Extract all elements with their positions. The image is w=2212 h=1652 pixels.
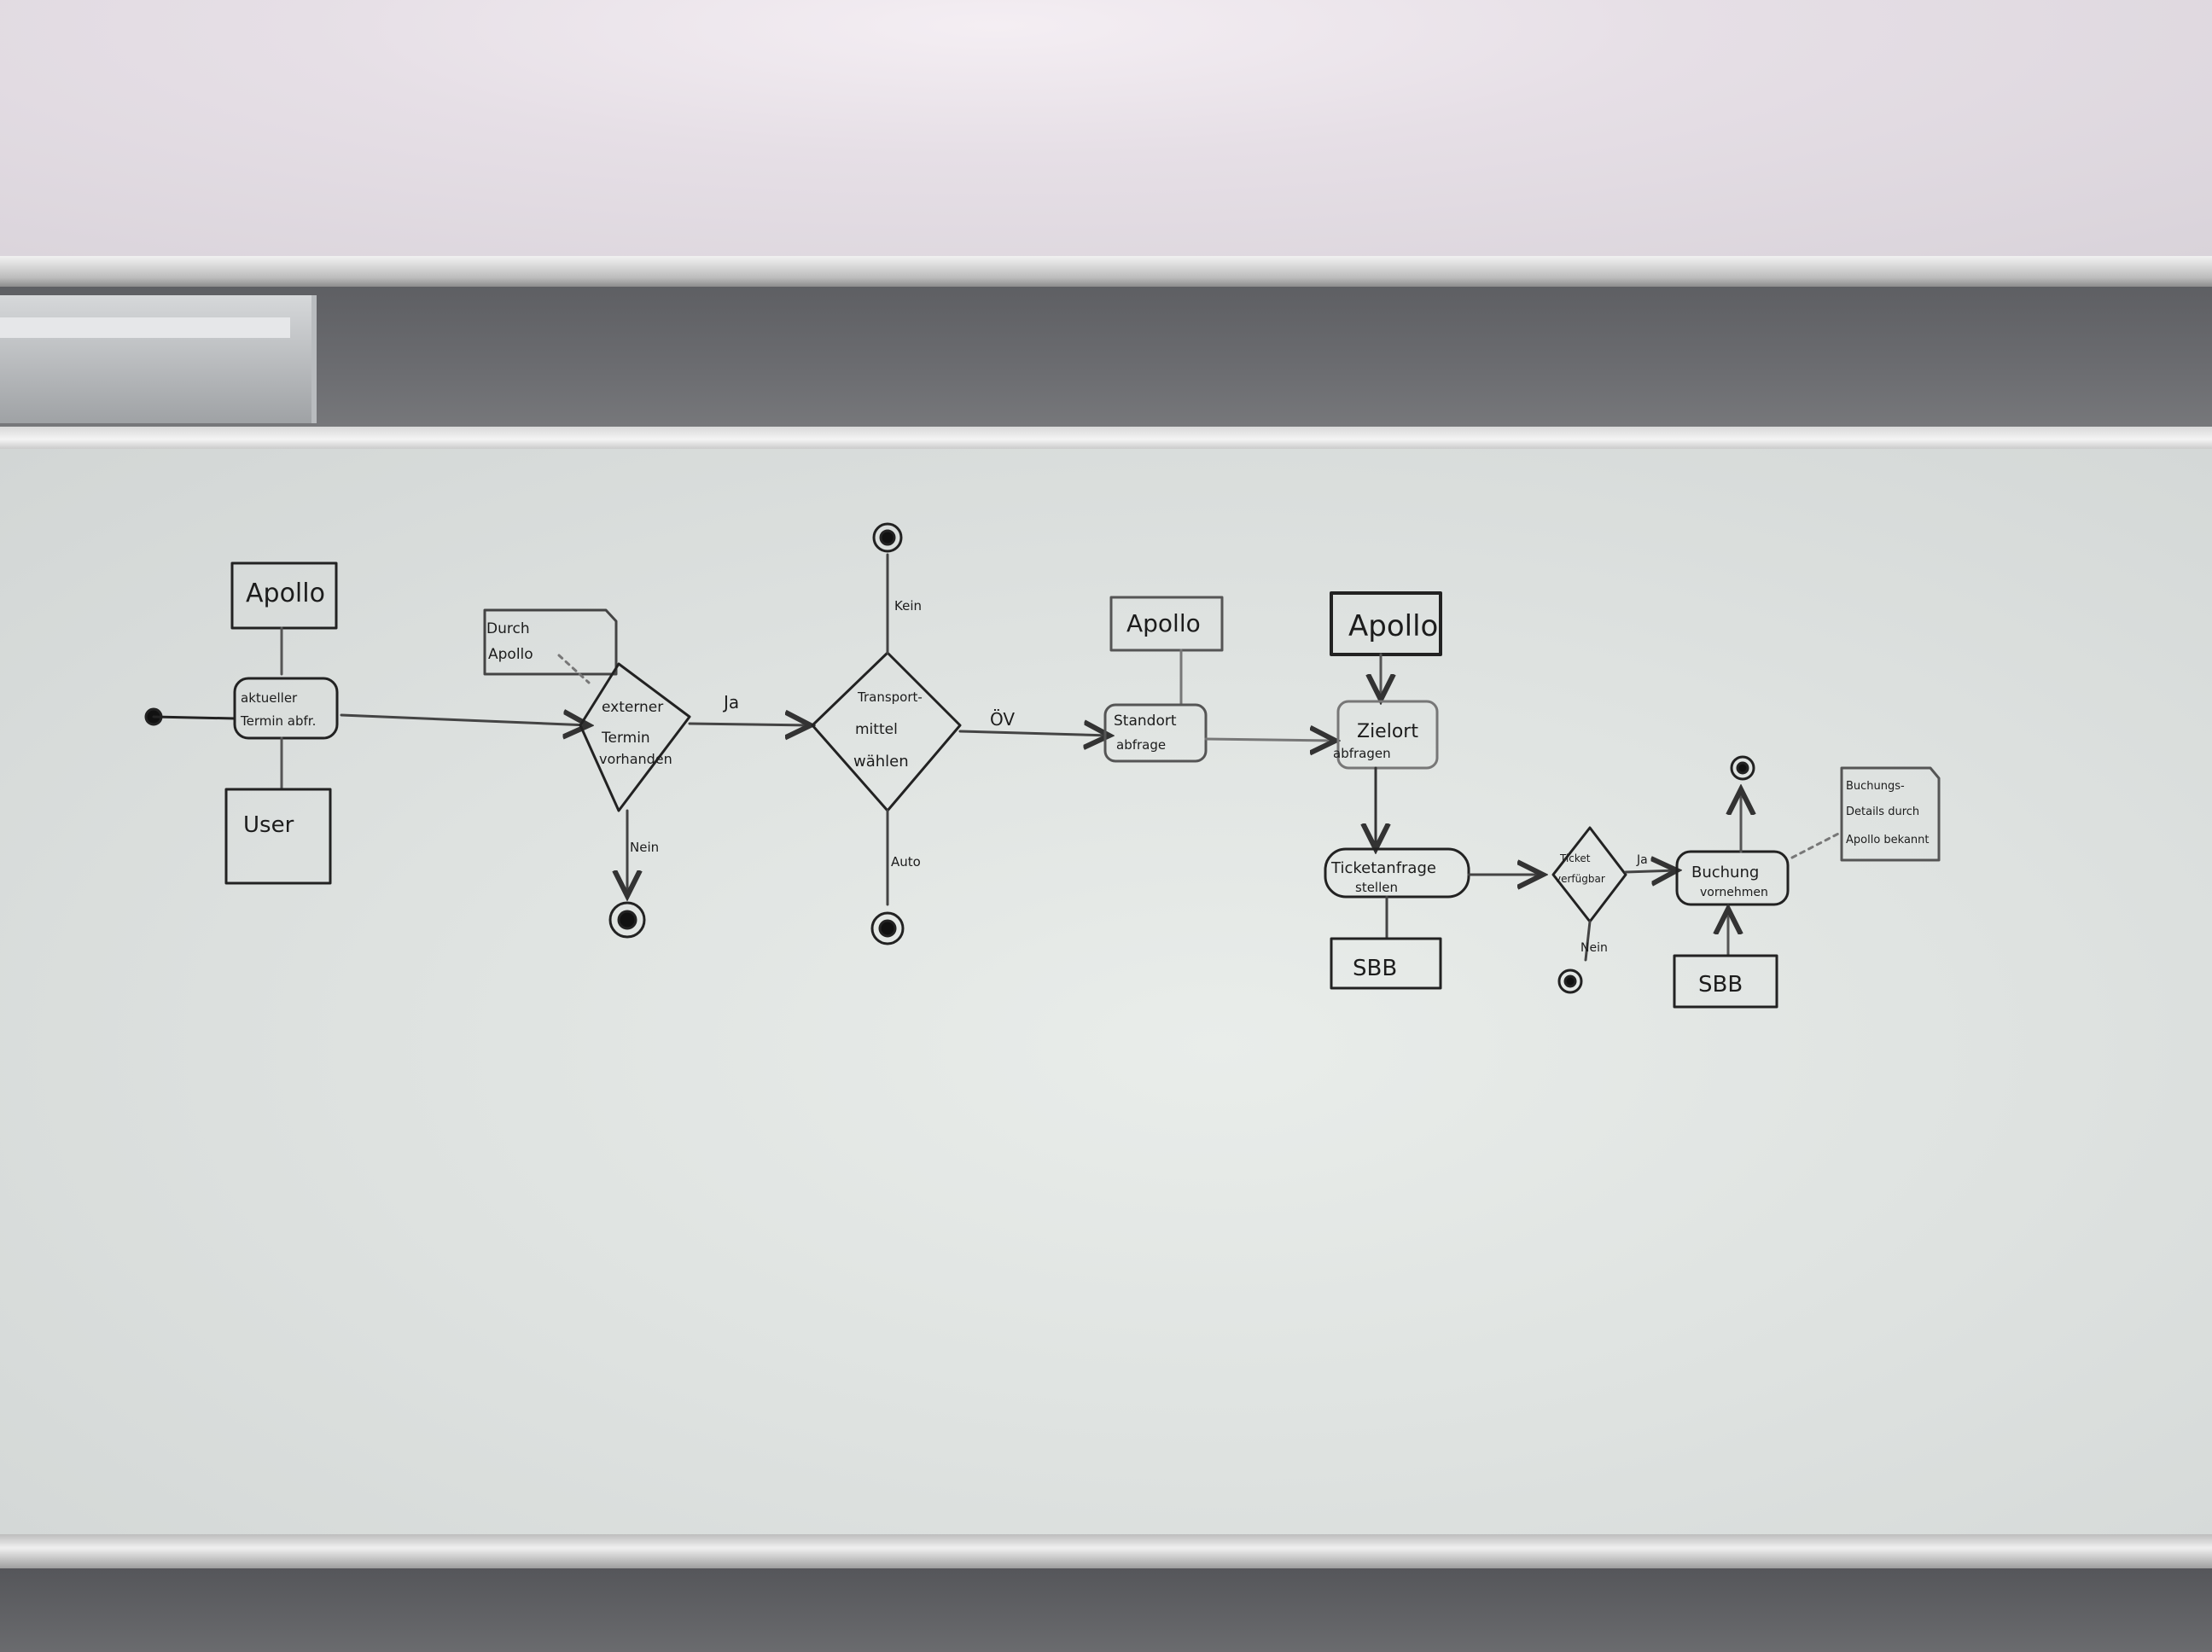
standort-label-1: Standort	[1114, 713, 1177, 730]
gray-band	[0, 287, 2212, 430]
buchungsdetails-label-3: Apollo bekannt	[1846, 834, 1930, 846]
nein-label-2: Nein	[1580, 941, 1608, 955]
whiteboard	[0, 449, 2212, 1534]
externer-label-1: externer	[602, 699, 663, 716]
apollo-label-3: Apollo	[1348, 609, 1438, 643]
end-node-auto	[870, 911, 905, 945]
apollo-box-1	[230, 561, 338, 630]
board-tray	[0, 1534, 2212, 1568]
apollo-label-1: Apollo	[246, 579, 325, 608]
paper-clip-holder	[0, 295, 317, 423]
sbb-box-2	[1673, 954, 1778, 1009]
apollo-box-2	[1109, 596, 1224, 652]
ticket-label-1: Ticket	[1559, 852, 1591, 864]
buchung-label-1: Buchung	[1691, 864, 1759, 881]
transport-label-3: wählen	[853, 753, 909, 771]
end-node-kein	[872, 522, 903, 553]
board-frame-top	[0, 427, 2212, 452]
sbb-label-2: SBB	[1698, 972, 1743, 998]
ticketanfrage-label-2: stellen	[1355, 880, 1398, 895]
buchung-label-2: vornehmen	[1700, 886, 1768, 899]
buchungsdetails-label-2: Details durch	[1846, 806, 1919, 818]
ticketanfrage-box	[1324, 847, 1470, 899]
zielort-abfragen-box	[1336, 700, 1439, 770]
durch-apollo-note	[483, 608, 618, 676]
kein-label: Kein	[894, 598, 922, 614]
auto-label: Auto	[891, 854, 921, 870]
zielort-label-2: abfragen	[1333, 746, 1391, 761]
apollo-box-3	[1330, 591, 1442, 656]
externer-label-2: Termin	[601, 730, 650, 747]
transport-label-2: mittel	[855, 721, 898, 738]
user-box	[224, 788, 332, 885]
lower-wall	[0, 1568, 2212, 1652]
end-node-1	[608, 901, 646, 939]
aktueller-termin-box	[233, 677, 339, 740]
standort-label-2: abfrage	[1116, 737, 1166, 753]
externer-label-3: vorhanden	[599, 751, 672, 767]
externer-termin-diamond	[579, 662, 691, 812]
buchungsdetails-label-1: Buchungs-	[1846, 780, 1905, 793]
end-node-3	[1730, 755, 1755, 781]
durch-apollo-label-1: Durch	[486, 620, 530, 637]
ja-label-2: Ja	[1636, 853, 1648, 867]
aktueller-label-1: aktueller	[241, 690, 298, 706]
clip-strip	[0, 317, 290, 338]
apollo-label-2: Apollo	[1126, 609, 1201, 637]
ticket-label-2: verfügbar	[1555, 873, 1605, 885]
durch-apollo-label-2: Apollo	[488, 646, 533, 663]
ja-label-1: Ja	[722, 692, 739, 713]
standort-abfrage-box	[1103, 703, 1208, 763]
user-label: User	[243, 812, 294, 838]
oev-label: ÖV	[990, 709, 1015, 730]
buchungsdetails-note	[1840, 766, 1941, 862]
nein-label-1: Nein	[630, 840, 659, 855]
ticketanfrage-label-1: Ticketanfrage	[1330, 859, 1436, 877]
sbb-label-1: SBB	[1353, 956, 1397, 981]
wall	[0, 0, 2212, 256]
end-node-2	[1557, 969, 1583, 994]
aktueller-label-2: Termin abfr.	[240, 713, 316, 729]
zielort-label-1: Zielort	[1357, 721, 1418, 742]
sbb-box-1	[1330, 937, 1442, 990]
transport-label-1: Transport-	[857, 689, 923, 705]
top-rail	[0, 256, 2212, 287]
